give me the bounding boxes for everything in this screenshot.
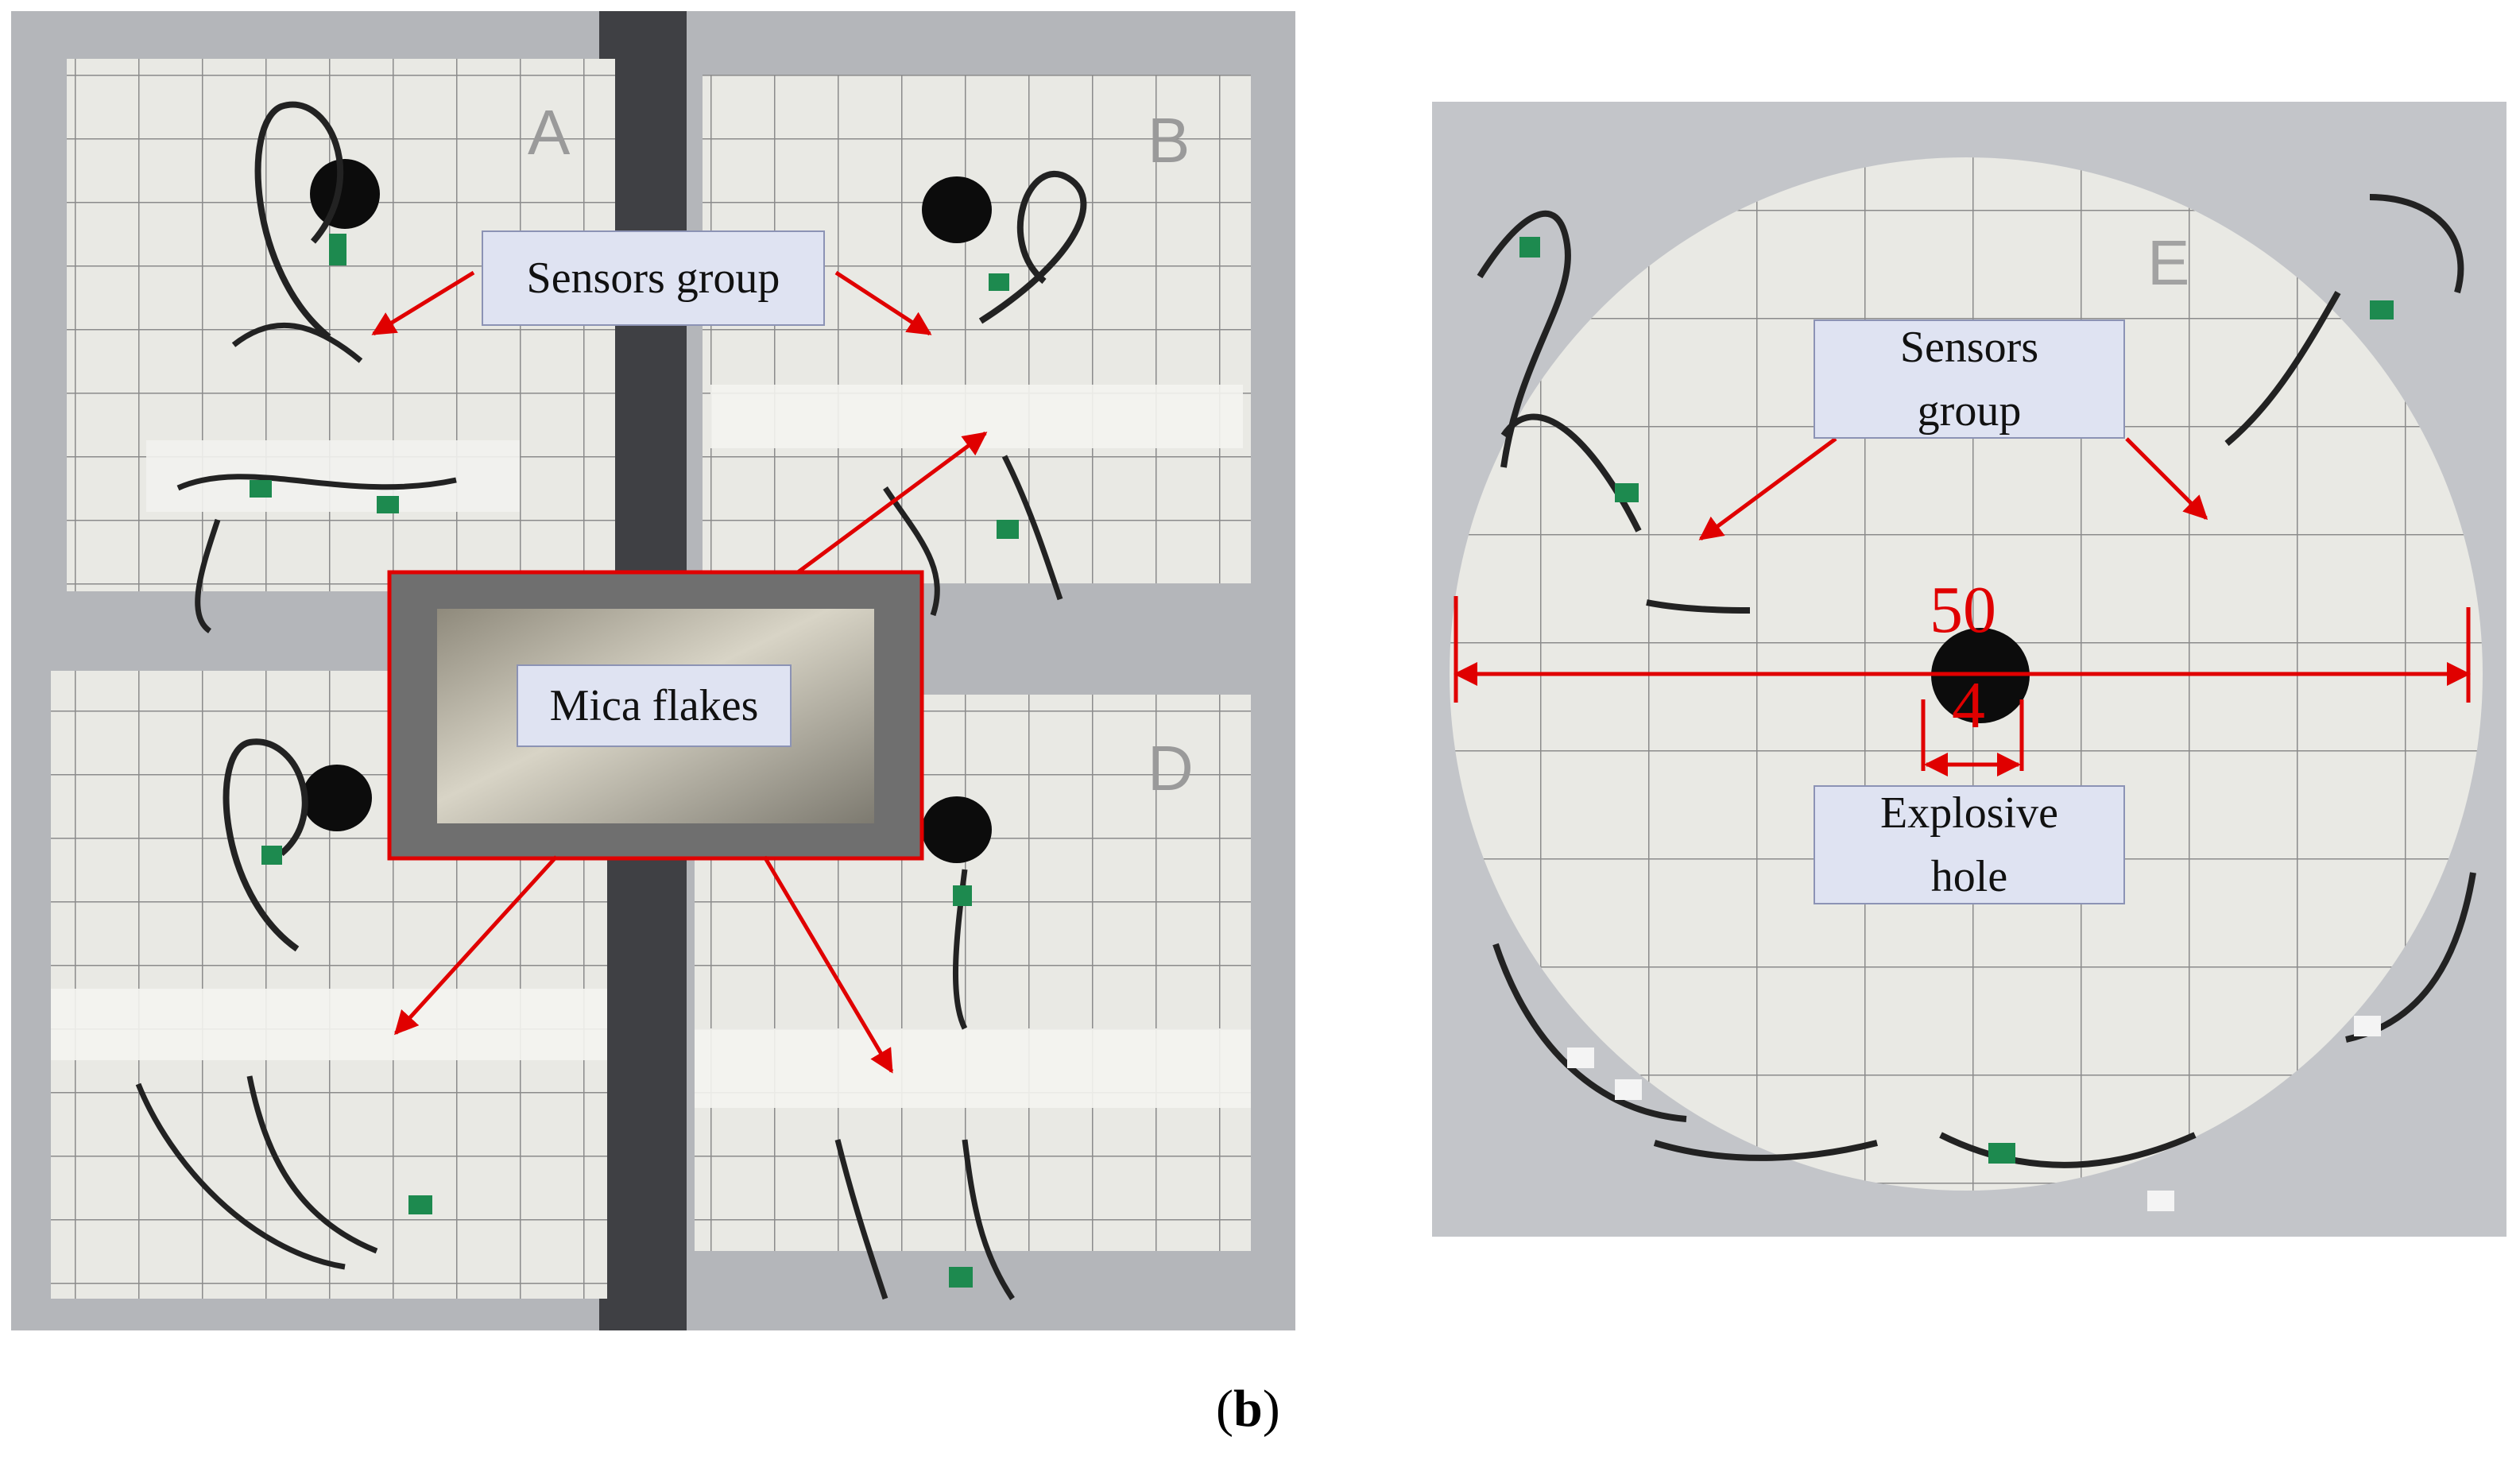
block-letter-a: A: [528, 97, 571, 168]
mica-flake-inset: [387, 570, 924, 861]
block-letter-d: D: [1148, 733, 1194, 804]
panel-label-close: ): [1262, 1380, 1280, 1438]
label-mica-flakes-text: Mica flakes: [549, 681, 759, 730]
explosive-hole-d: [922, 796, 992, 863]
label-sensors-group-right-line2: group: [1917, 386, 2022, 436]
dimension-value-hole: 4: [1952, 668, 1985, 742]
block-letter-e: E: [2147, 227, 2189, 298]
panel-label-letter: b: [1233, 1380, 1263, 1438]
label-sensors-group-right: Sensors group: [1814, 319, 2125, 439]
label-explosive-hole: Explosive hole: [1814, 785, 2125, 904]
sensor-tabs: [1519, 237, 2394, 1211]
label-mica-flakes: Mica flakes: [517, 664, 792, 747]
panel-label-open: (: [1216, 1380, 1233, 1438]
block-letter-b: B: [1148, 105, 1190, 176]
specimen-block-a: [67, 59, 615, 633]
label-explosive-hole-line2: hole: [1930, 852, 2008, 901]
sensor-wires: [1477, 194, 2476, 1168]
label-sensors-group-left-text: Sensors group: [526, 254, 780, 303]
label-explosive-hole-line1: Explosive: [1880, 788, 2058, 838]
label-sensors-group-left: Sensors group: [482, 230, 825, 326]
explosive-hole-b: [922, 176, 992, 243]
figure-panel-label: (b): [1216, 1381, 1280, 1437]
dimension-value-diameter: 50: [1930, 573, 1996, 647]
explosive-hole-a: [310, 159, 380, 229]
explosive-hole-c: [302, 765, 372, 831]
label-sensors-group-right-line1: Sensors: [1899, 323, 2039, 372]
